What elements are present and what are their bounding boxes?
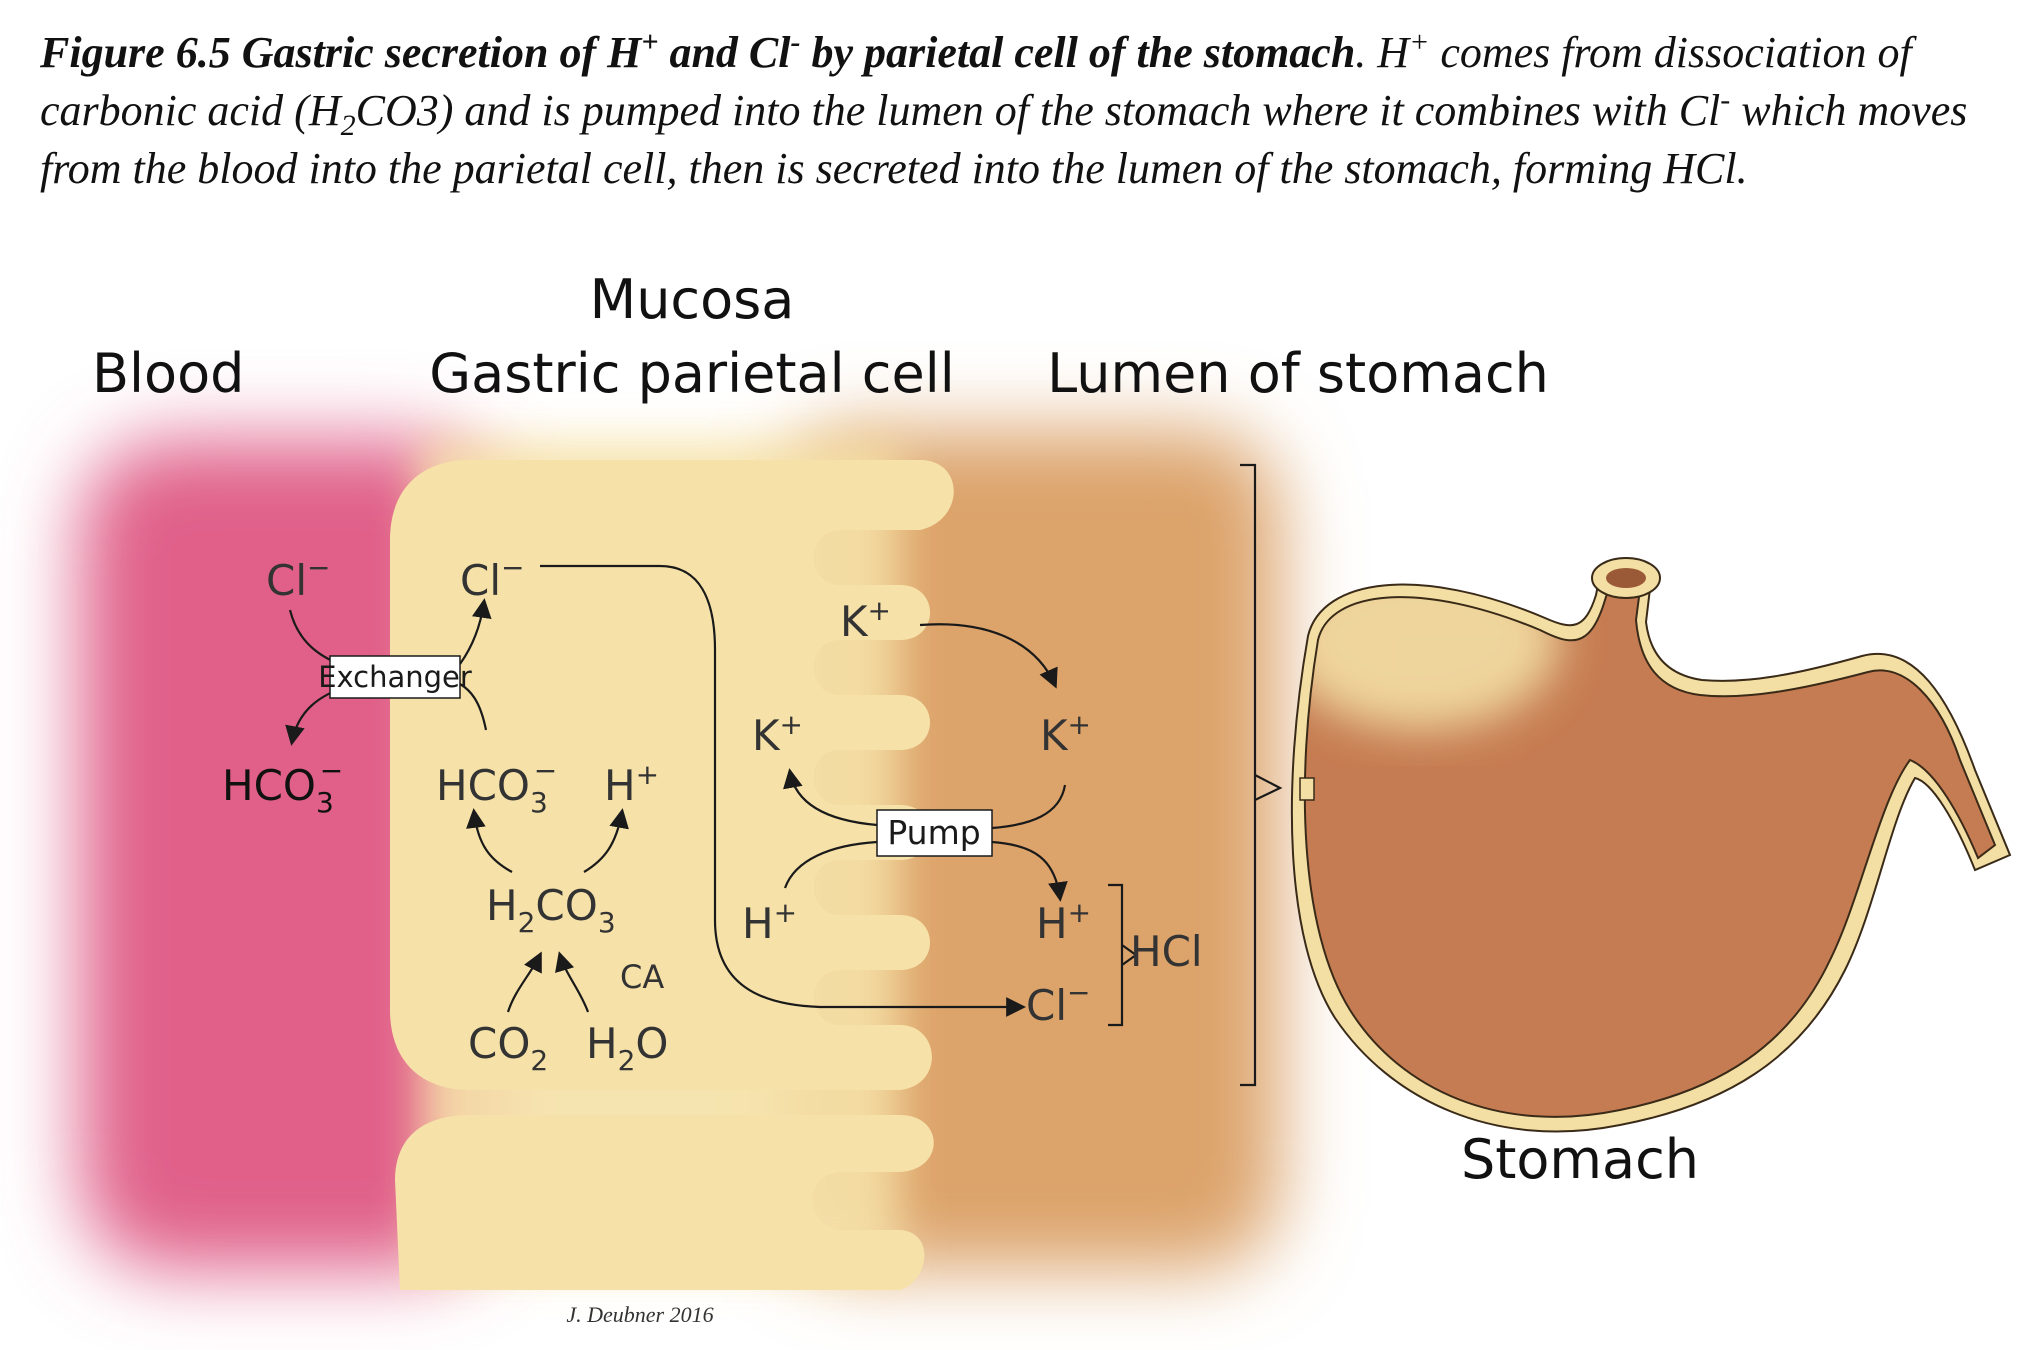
- lumen-header: Lumen of stomach: [1047, 342, 1549, 405]
- hco3-blood: HCO3−: [222, 754, 343, 819]
- co2-to-h2co3-arrow: [506, 951, 542, 1013]
- h-pump-in-arrow: [783, 840, 878, 889]
- co2-label: CO2: [468, 1019, 548, 1077]
- k-cell: K+: [752, 708, 803, 760]
- k-pump-in-arrow: [991, 784, 1067, 830]
- arrows: [285, 564, 1138, 1027]
- h-pump-in: H+: [742, 896, 797, 948]
- lumen-bracket: [1240, 463, 1283, 1087]
- stomach-illustration: [1290, 557, 2012, 1133]
- k-lumen-right: K+: [1040, 708, 1091, 760]
- h-cell: H+: [604, 758, 659, 810]
- parietal-cell: [390, 460, 954, 1090]
- exchanger-arrow-up: [459, 602, 486, 731]
- cl-lumen: Cl−: [1026, 976, 1090, 1030]
- parietal-cell-header: Gastric parietal cell: [429, 342, 954, 405]
- h-lumen: H+: [1036, 896, 1091, 948]
- h2co3-label: H2CO3: [486, 881, 616, 939]
- k-pump-out-arrow: [783, 768, 878, 827]
- h-pump-out-arrow: [991, 840, 1068, 902]
- mucosa-header: Mucosa: [590, 268, 795, 331]
- hcl-label: HCl: [1130, 927, 1203, 976]
- artist-credit: J. Deubner 2016: [566, 1302, 713, 1327]
- h2co3-to-h-arrow: [583, 808, 629, 873]
- pump-label: Pump: [887, 813, 980, 852]
- ca-label: CA: [620, 958, 664, 996]
- h2o-to-h2co3-arrow: [555, 951, 590, 1013]
- caption-body: . H+ comes from dissociation of carbonic…: [40, 25, 1968, 193]
- h2o-label: H2O: [586, 1019, 668, 1077]
- cl-cell: Cl−: [460, 551, 524, 605]
- parietal-cell-lower: [395, 1115, 934, 1290]
- exchanger-label: Exchanger: [318, 660, 472, 694]
- cl-blood: Cl−: [266, 551, 330, 605]
- h2co3-to-hco3-arrow: [466, 808, 513, 873]
- stomach-header: Stomach: [1461, 1128, 1699, 1191]
- figure-caption: Figure 6.5 Gastric secretion of H+ and C…: [40, 24, 2030, 198]
- cl-transport-arrow: [540, 564, 1026, 1017]
- caption-title: Figure 6.5 Gastric secretion of H+ and C…: [40, 25, 1356, 77]
- hco3-cell: HCO3−: [436, 754, 557, 819]
- hcl-bracket: [1108, 883, 1138, 1027]
- exchanger-box: [329, 655, 461, 699]
- k-uptake-arrow: [919, 623, 1058, 689]
- pump-box: [876, 809, 993, 857]
- k-lumen-top: K+: [840, 594, 891, 646]
- blood-header: Blood: [92, 342, 244, 405]
